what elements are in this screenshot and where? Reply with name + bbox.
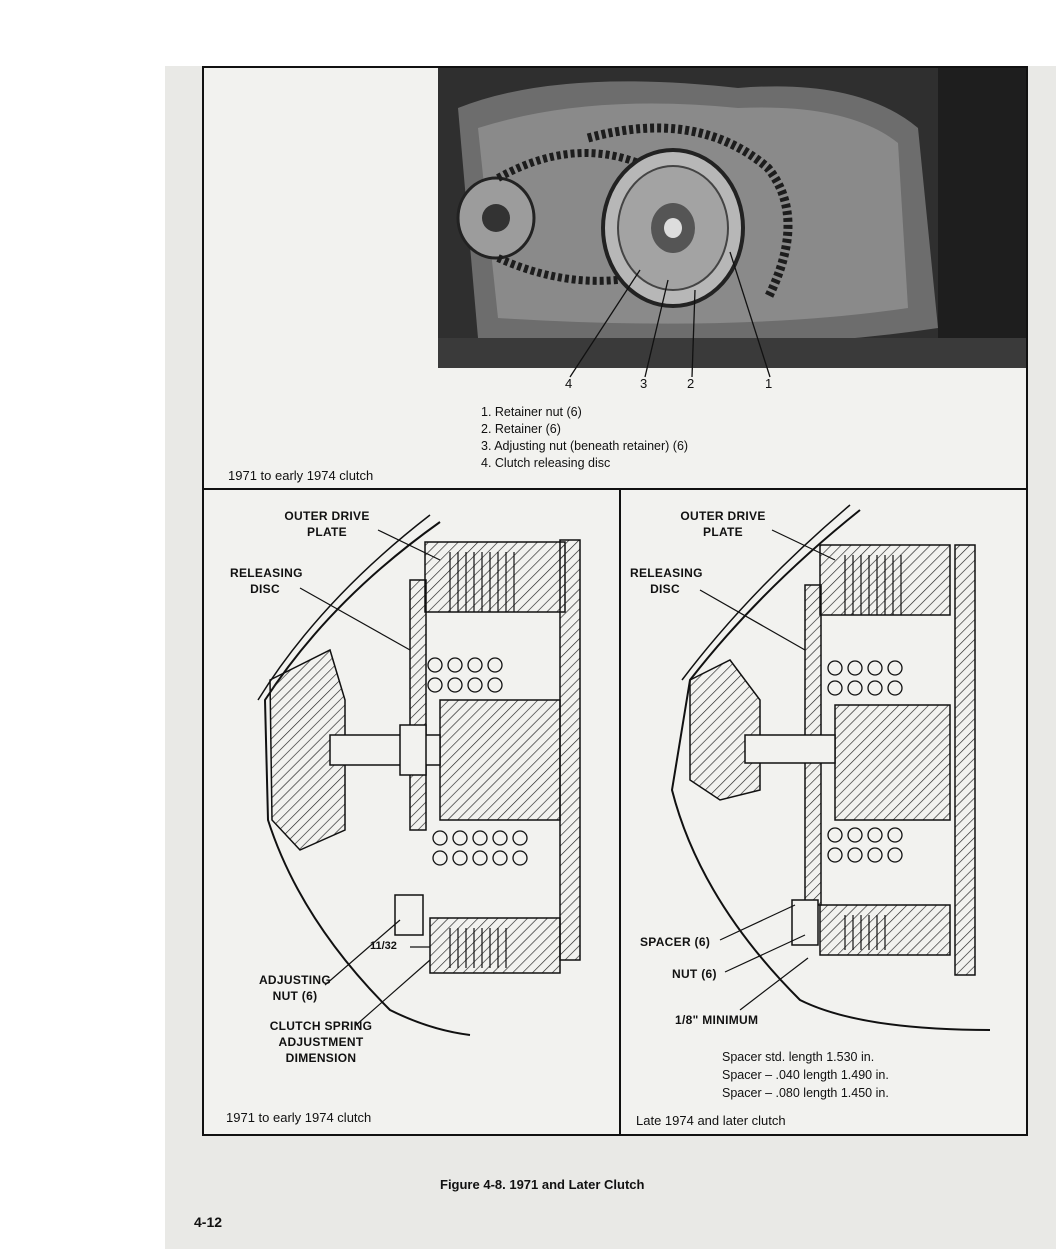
legend-item: 1. Retainer nut (6) xyxy=(481,405,582,419)
right-nut-label: NUT (6) xyxy=(672,967,717,981)
spacer-length-notes: Spacer std. length 1.530 in. Spacer – .0… xyxy=(722,1048,889,1102)
legend-item: 3. Adjusting nut (beneath retainer) (6) xyxy=(481,439,689,453)
photo-callout-leaders xyxy=(569,251,771,378)
spacer-note: Spacer – .040 length 1.490 in. xyxy=(722,1068,889,1082)
right-diagram-caption: Late 1974 and later clutch xyxy=(636,1113,786,1128)
spacer-note: Spacer std. length 1.530 in. xyxy=(722,1050,875,1064)
legend-item: 2. Retainer (6) xyxy=(481,422,561,436)
callout-2: 2 xyxy=(687,376,695,391)
callout-1: 1 xyxy=(765,376,773,391)
clutch-photo xyxy=(438,68,1026,368)
right-diagram xyxy=(670,504,991,1031)
left-diagram-caption: 1971 to early 1974 clutch xyxy=(226,1110,372,1125)
horizontal-divider xyxy=(202,488,1028,490)
spacer-note: Spacer – .080 length 1.450 in. xyxy=(722,1086,889,1100)
right-spacer-label: SPACER (6) xyxy=(640,935,711,949)
callout-4: 4 xyxy=(565,376,573,391)
left-dimension-label: 11/32 xyxy=(370,940,397,952)
legend-item: 4. Clutch releasing disc xyxy=(481,456,611,470)
callout-3: 3 xyxy=(640,376,648,391)
page-number: 4-12 xyxy=(194,1214,223,1230)
right-minimum-label: 1/8" MINIMUM xyxy=(675,1013,759,1027)
figure-title: Figure 4-8. 1971 and Later Clutch xyxy=(440,1177,645,1192)
left-diagram xyxy=(257,514,581,1036)
photo-legend: 1. Retainer nut (6) 2. Retainer (6) 3. A… xyxy=(481,404,688,472)
photo-caption: 1971 to early 1974 clutch xyxy=(228,468,374,483)
vertical-divider xyxy=(619,488,621,1136)
